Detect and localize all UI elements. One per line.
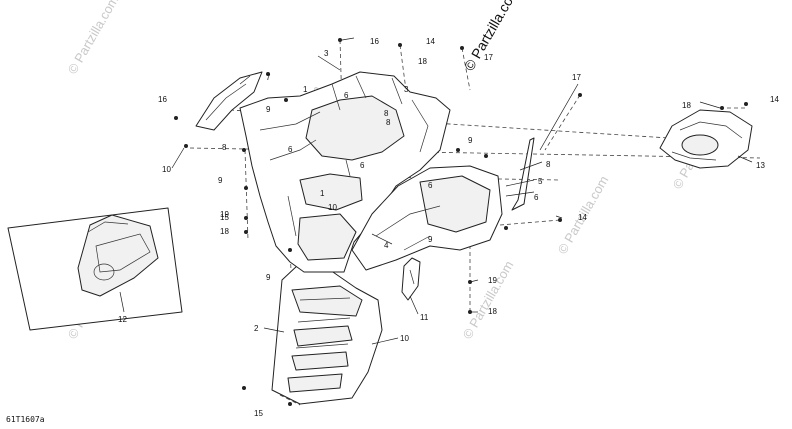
- callout: 9: [468, 136, 473, 145]
- callout: 9: [428, 235, 433, 244]
- callout-labels: 1 2 3 4 5 6 6 6 6 6 7 8 8 8 8 9 9 9 9 9 …: [118, 37, 779, 418]
- callout: 9: [218, 176, 223, 185]
- callout: 1: [320, 189, 325, 198]
- leader-lines: [119, 37, 753, 345]
- callout: 17: [572, 73, 581, 82]
- part-17-rod: [511, 137, 535, 211]
- callout: 15: [254, 409, 263, 418]
- callout: 9: [266, 105, 271, 114]
- callout: 17: [484, 53, 493, 62]
- callout: 6: [534, 193, 539, 202]
- callout: 7: [266, 73, 271, 82]
- callout: 18: [488, 307, 497, 316]
- part-12-panel: [7, 207, 183, 331]
- callout: 19: [488, 276, 497, 285]
- callout: 1: [303, 85, 308, 94]
- callout: 18: [682, 101, 691, 110]
- callout: 10: [162, 165, 171, 174]
- fasteners: [174, 38, 748, 406]
- diagram-reference-code: 61T1607a: [6, 415, 45, 424]
- part-11-bracket: [401, 257, 421, 301]
- callout: 8: [384, 109, 389, 118]
- callout: 10: [400, 334, 409, 343]
- callout: 3: [324, 49, 329, 58]
- callout: 8: [546, 160, 551, 169]
- callout: 16: [370, 37, 379, 46]
- callout: 15: [220, 213, 229, 222]
- part-13-fender: [659, 109, 753, 169]
- watermark: © Partzilla.com: [65, 0, 122, 77]
- callout: 10: [328, 203, 337, 212]
- callout: 6: [360, 161, 365, 170]
- callout: 11: [420, 313, 429, 322]
- callout: 13: [756, 161, 765, 170]
- callout: 19: [220, 210, 229, 219]
- callout: 14: [578, 213, 587, 222]
- callout: 8: [222, 143, 227, 152]
- callout: 6: [288, 145, 293, 154]
- part-2-front-panel: [271, 264, 383, 405]
- callout: 8: [386, 118, 391, 127]
- callout: 6: [344, 91, 349, 100]
- callout: 6: [428, 181, 433, 190]
- callout: 9: [266, 273, 271, 282]
- callout: 14: [426, 37, 435, 46]
- part-4-side-panel: [351, 165, 503, 271]
- callout: 5: [538, 177, 543, 186]
- callout: 16: [158, 95, 167, 104]
- callout: 18: [220, 227, 229, 236]
- part-7-fender: [195, 71, 263, 131]
- callout: 14: [770, 95, 779, 104]
- callout: 18: [418, 57, 427, 66]
- callout: 3: [404, 85, 409, 94]
- callout: 4: [384, 241, 389, 250]
- part-1-central-body: [239, 71, 451, 273]
- callout: 12: [118, 315, 127, 324]
- callout: 2: [254, 324, 259, 333]
- watermark: © Partzilla.com: [460, 258, 517, 341]
- watermark-dark: © Partzilla.com: [461, 0, 522, 74]
